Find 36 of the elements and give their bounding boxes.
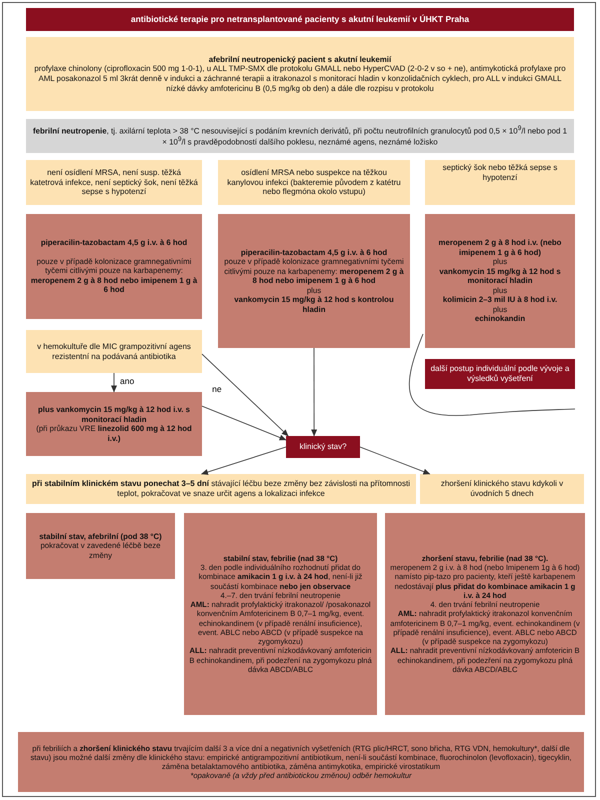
condition-box — [26, 330, 202, 373]
condition-box — [218, 160, 410, 205]
therapy-box — [26, 513, 175, 579]
body-text: septický šok nebo těžká sepse s hypotenzí — [442, 163, 558, 182]
heading-text: antibiotické terapie pro netransplantované pacienty s akutní leukemií v ÚHKT Praha — [130, 14, 470, 25]
arrow — [111, 372, 117, 392]
condition-box — [26, 160, 202, 205]
therapy-box — [425, 214, 575, 348]
arrow — [311, 348, 318, 436]
therapy-box — [385, 513, 585, 715]
arrow — [201, 446, 286, 475]
edge-label: ne — [210, 385, 224, 394]
arrow — [202, 406, 286, 440]
arrow — [202, 354, 289, 436]
therapy-box — [26, 392, 202, 456]
body-text: osídlení MRSA nebo suspekce na těžkou kanylovou infekci (bakteremie původem z katétru nebo flegmóna okolo vstupu) — [226, 168, 402, 198]
edge-label: ano — [118, 376, 136, 386]
body-text: není osídlení MRSA, není susp. těžká katetrová infekce, není septický šok, není těžká sepse s hypotenzí — [30, 168, 198, 198]
header-box — [286, 436, 360, 458]
condition-box — [26, 474, 416, 504]
info-box — [26, 119, 574, 153]
body-text: klinický stav? — [298, 442, 348, 452]
body-text: zhoršení klinického stavu kdykoli v úvodních 5 dnech — [440, 479, 564, 499]
therapy-box — [218, 214, 410, 348]
condition-box — [420, 474, 584, 504]
body-text: další postup individuální podle vývoje a výsledků vyšetření — [430, 364, 570, 384]
therapy-box — [26, 214, 202, 319]
therapy-box — [184, 513, 377, 715]
condition-box — [425, 160, 575, 205]
arrow — [360, 446, 430, 474]
body-text: v hemokultuře dle MIC grampozitivní agens rezistentní na podávaná antibiotika — [36, 342, 192, 362]
body-text: při stabilním klinickém stavu ponechat 3–5 dní stávající léčbu beze změny bez závislosti na přítomnosti teplot, pokračovat ve snaze určit agens a lokalizaci infekce — [31, 479, 411, 499]
header-box — [425, 359, 575, 389]
condition-box — [26, 37, 574, 111]
header-box — [26, 8, 574, 31]
therapy-box — [18, 732, 584, 792]
